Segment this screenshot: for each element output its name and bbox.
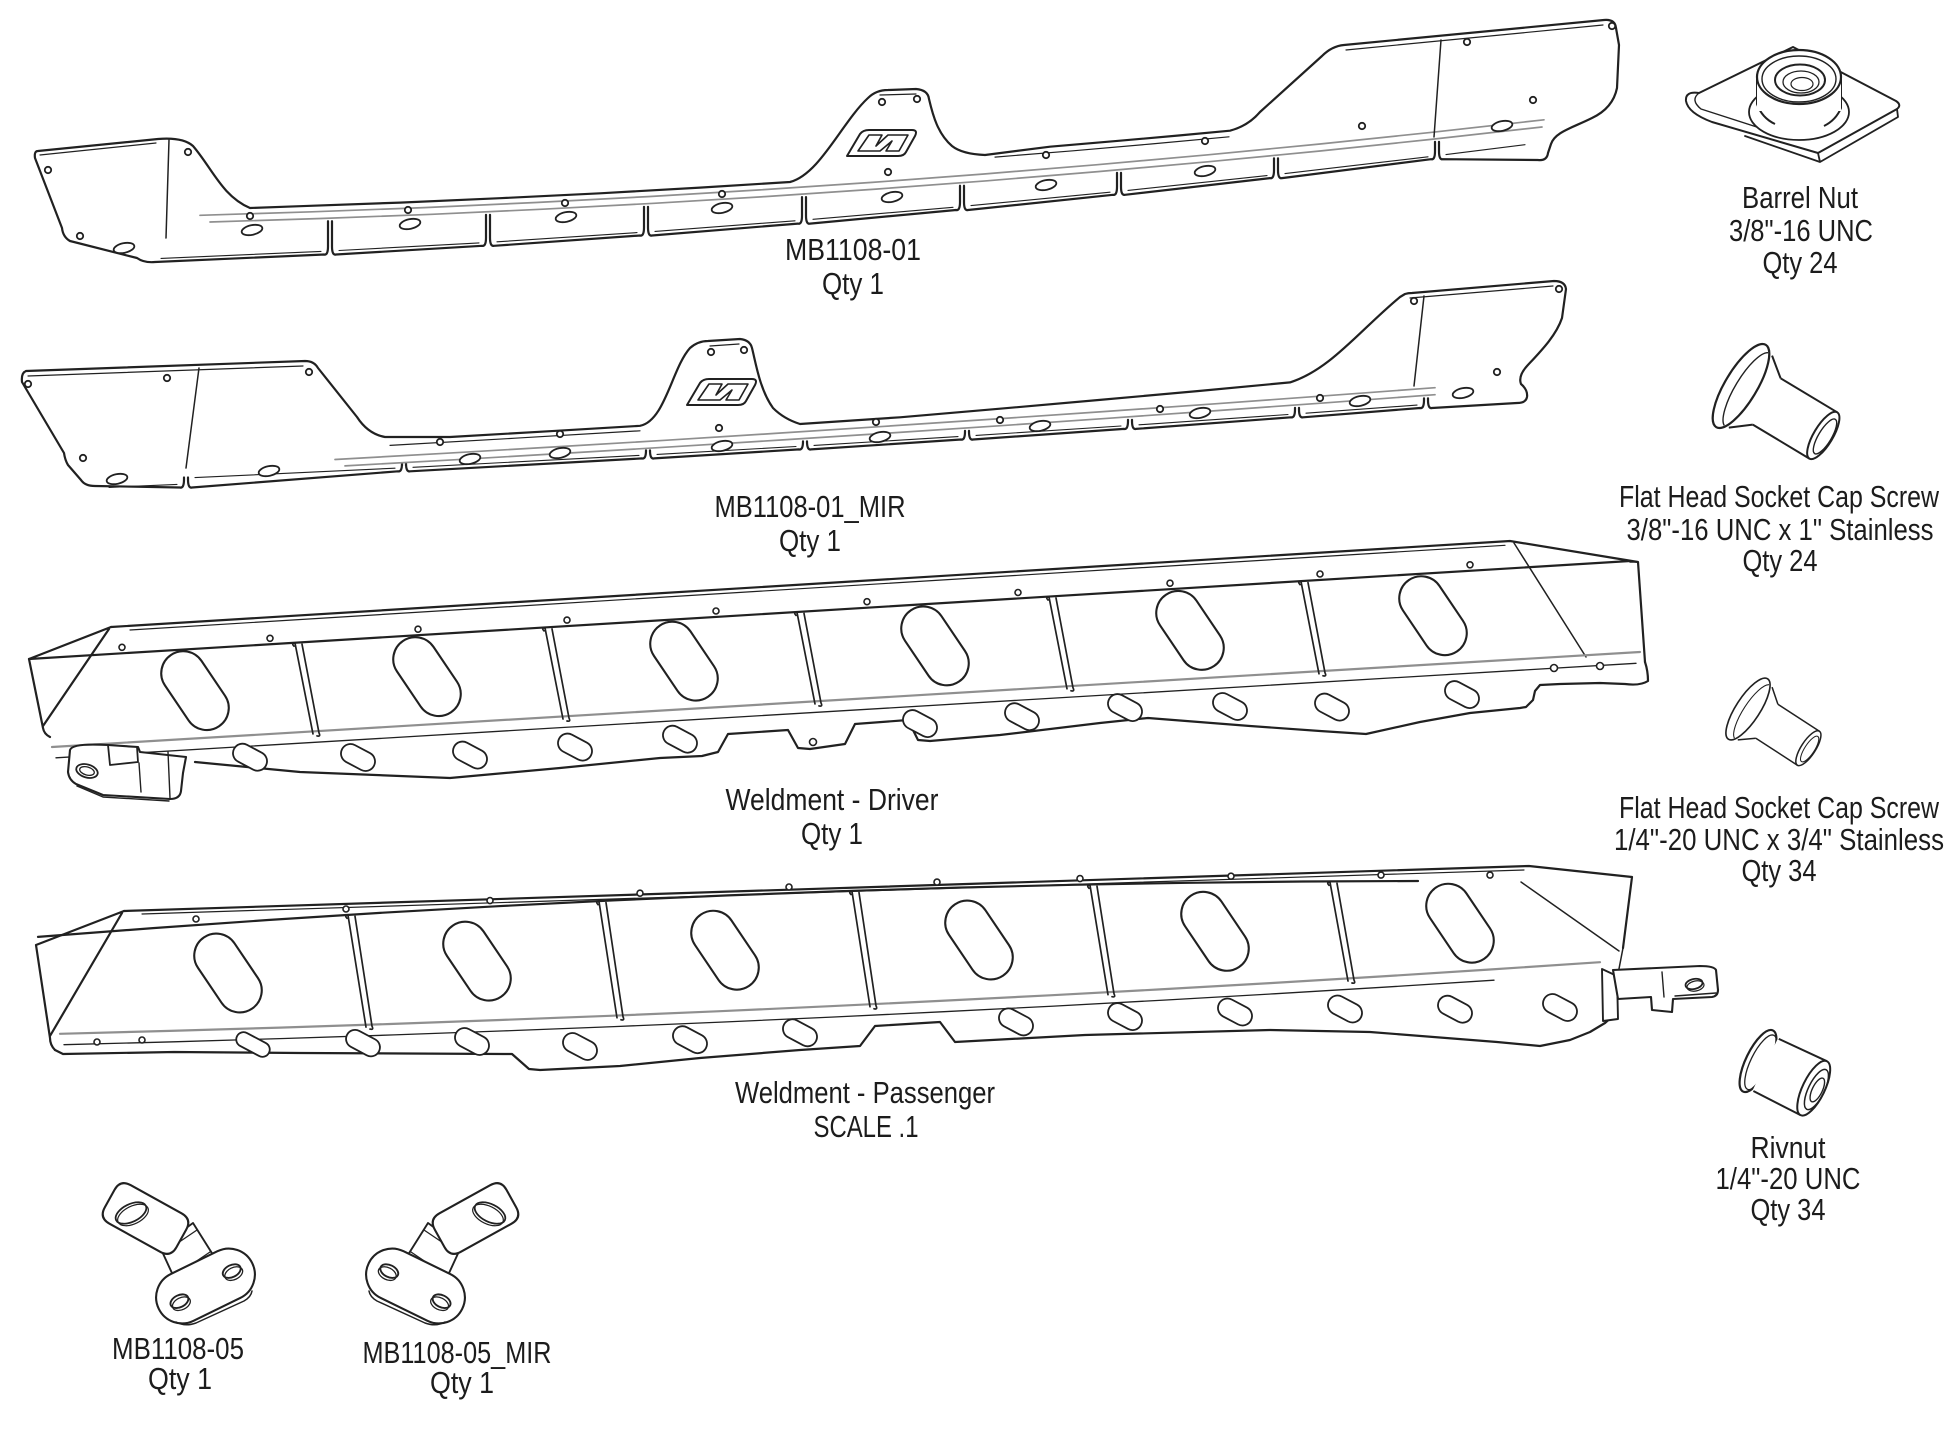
svg-text:Qty 1: Qty 1: [430, 1365, 494, 1400]
svg-text:Weldment - Driver: Weldment - Driver: [726, 782, 939, 817]
svg-text:MB1108-01: MB1108-01: [785, 232, 921, 267]
svg-text:1/4"-20 UNC: 1/4"-20 UNC: [1716, 1161, 1861, 1196]
svg-text:3/8"-16 UNC x 1" Stainless: 3/8"-16 UNC x 1" Stainless: [1627, 512, 1934, 547]
svg-text:Qty 1: Qty 1: [822, 266, 884, 301]
svg-text:MB1108-05_MIR: MB1108-05_MIR: [363, 1335, 552, 1370]
svg-text:Qty 1: Qty 1: [148, 1361, 212, 1396]
svg-text:Qty 34: Qty 34: [1751, 1192, 1826, 1227]
svg-text:Qty 24: Qty 24: [1743, 543, 1818, 578]
svg-text:Flat Head Socket Cap Screw: Flat Head Socket Cap Screw: [1619, 790, 1939, 825]
svg-text:Qty 1: Qty 1: [801, 816, 863, 851]
svg-text:Qty 34: Qty 34: [1742, 853, 1817, 888]
svg-text:SCALE .1: SCALE .1: [814, 1109, 919, 1144]
svg-text:MB1108-01_MIR: MB1108-01_MIR: [715, 489, 906, 524]
svg-text:Barrel Nut: Barrel Nut: [1742, 180, 1858, 215]
svg-text:MB1108-05: MB1108-05: [112, 1331, 244, 1366]
svg-text:Flat Head Socket Cap Screw: Flat Head Socket Cap Screw: [1619, 479, 1939, 514]
svg-text:Weldment - Passenger: Weldment - Passenger: [735, 1075, 995, 1110]
svg-text:Qty 24: Qty 24: [1763, 245, 1838, 280]
svg-text:1/4"-20 UNC x 3/4" Stainless: 1/4"-20 UNC x 3/4" Stainless: [1614, 822, 1944, 857]
svg-text:3/8"-16 UNC: 3/8"-16 UNC: [1729, 213, 1873, 248]
svg-text:Rivnut: Rivnut: [1751, 1130, 1826, 1165]
svg-text:Qty 1: Qty 1: [779, 523, 841, 558]
